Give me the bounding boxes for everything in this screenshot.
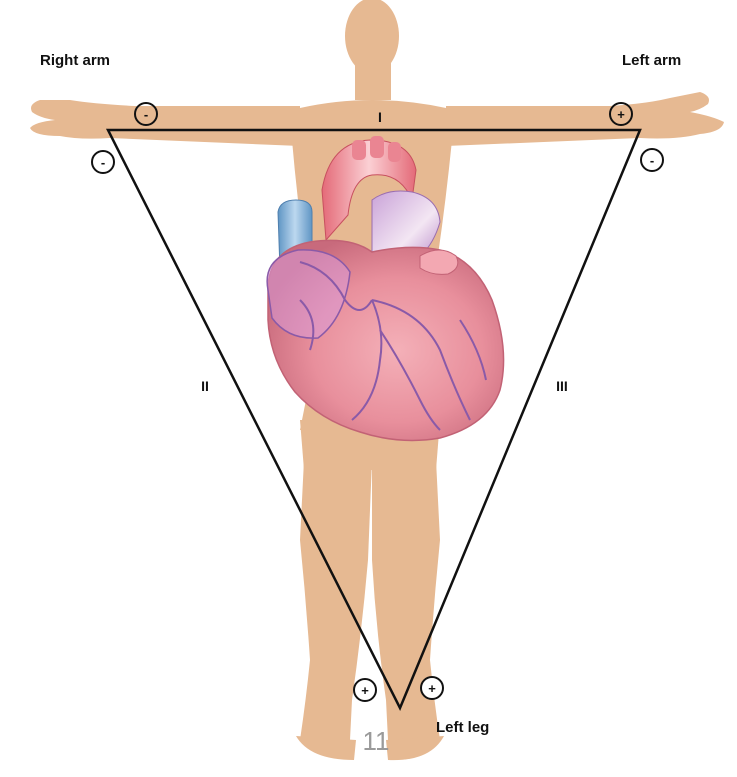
electrode-right-arm-upper: -	[134, 102, 158, 126]
einthoven-triangle	[105, 128, 642, 711]
electrode-left-leg-right: +	[420, 676, 444, 700]
electrode-right-arm-lower: -	[91, 150, 115, 174]
left-leg-label: Left leg	[436, 719, 489, 736]
right-atrium	[266, 249, 351, 339]
polarity-sign: -	[101, 155, 105, 170]
polarity-sign: +	[428, 681, 436, 696]
lead-3-label: III	[556, 378, 568, 394]
aorta	[321, 139, 417, 242]
left-arm-label: Left arm	[622, 52, 681, 69]
left-foot	[386, 736, 444, 761]
aortic-branch	[352, 140, 366, 160]
heart-illustration	[266, 136, 505, 442]
aortic-branch	[370, 136, 384, 158]
polarity-sign: +	[617, 107, 625, 122]
neck	[355, 60, 391, 100]
lead-1-label: I	[378, 109, 382, 125]
electrode-left-leg-left: +	[353, 678, 377, 702]
left-leg-shape	[372, 460, 440, 740]
polarity-sign: +	[361, 683, 369, 698]
right-leg-shape	[300, 460, 372, 740]
electrode-left-arm-lower: -	[640, 148, 664, 172]
right-arm-shape	[30, 100, 300, 146]
head	[345, 0, 399, 74]
right-foot	[296, 736, 356, 760]
conduction-pathways	[299, 261, 487, 431]
polarity-sign: -	[144, 107, 148, 122]
lead-2-label: II	[201, 378, 209, 394]
right-arm-label: Right arm	[40, 52, 110, 69]
left-arm-shape	[446, 92, 724, 146]
aortic-branch	[388, 142, 401, 162]
slide-number: 11	[363, 726, 390, 756]
polarity-sign: -	[650, 153, 654, 168]
electrode-left-arm-upper: +	[609, 102, 633, 126]
atrial-appendage	[419, 249, 459, 275]
